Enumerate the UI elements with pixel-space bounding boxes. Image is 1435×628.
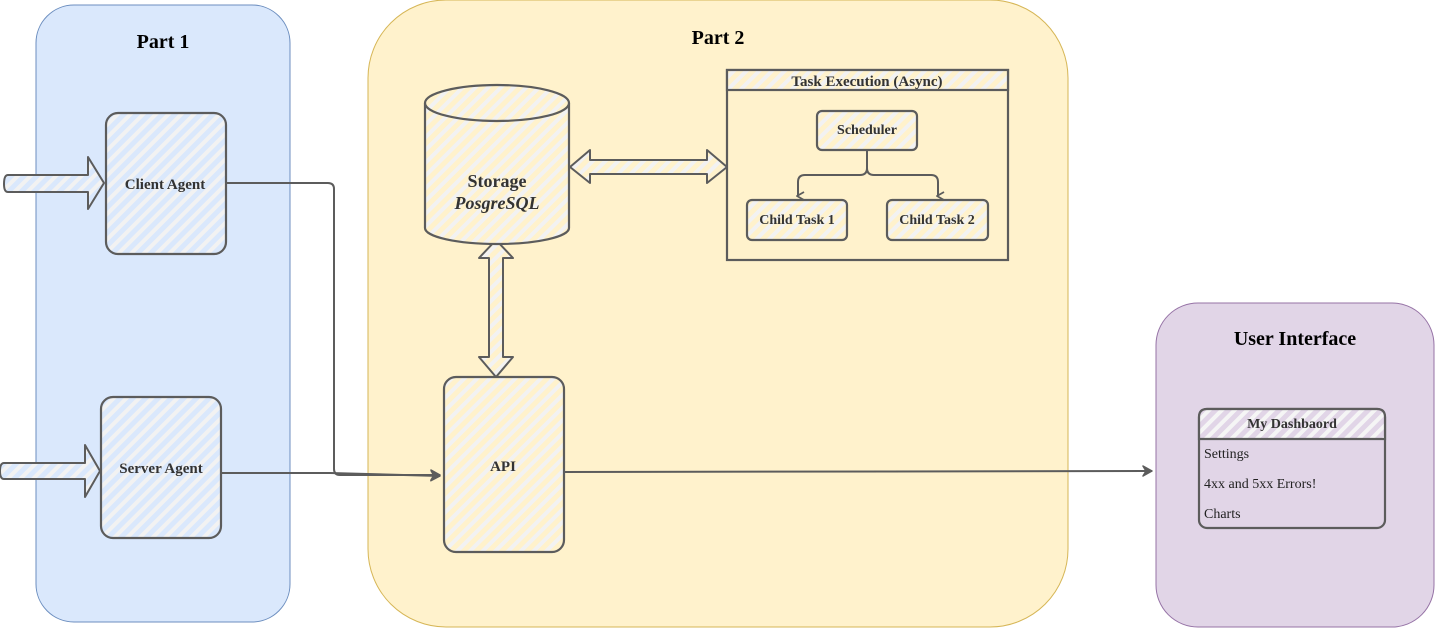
child-task-2-label: Child Task 2 xyxy=(899,213,975,228)
node-child-task-2[interactable]: Child Task 2 xyxy=(885,198,990,242)
api-label: API xyxy=(490,459,516,475)
node-api[interactable]: API xyxy=(442,375,566,554)
scheduler-label: Scheduler xyxy=(837,123,897,138)
node-scheduler[interactable]: Scheduler xyxy=(815,109,919,152)
child-task-1-label: Child Task 1 xyxy=(759,213,835,228)
node-server-agent[interactable]: Server Agent xyxy=(99,395,223,540)
edge-api-to-ui xyxy=(563,465,1153,477)
input-arrow-server xyxy=(0,444,101,498)
node-child-task-1[interactable]: Child Task 1 xyxy=(745,198,849,242)
node-client-agent[interactable]: Client Agent xyxy=(104,111,228,256)
group-part1-title: Part 1 xyxy=(137,31,190,53)
edge-scheduler-child2 xyxy=(866,167,945,201)
dashboard-title: My Dashbaord xyxy=(1247,417,1337,432)
edge-client-to-api xyxy=(226,182,441,481)
storage-subtitle: PosgreSQL xyxy=(454,193,540,213)
dashboard-item-charts[interactable]: Charts xyxy=(1204,507,1241,522)
dashboard-item-errors[interactable]: 4xx and 5xx Errors! xyxy=(1204,477,1316,492)
storage-title: Storage xyxy=(468,171,527,191)
input-arrow-client xyxy=(3,156,105,210)
node-storage[interactable]: Storage PosgreSQL xyxy=(423,83,571,246)
dashboard-panel[interactable]: My Dashbaord Settings 4xx and 5xx Errors… xyxy=(1197,407,1387,530)
client-agent-label: Client Agent xyxy=(125,177,205,193)
group-ui-title: User Interface xyxy=(1234,328,1356,350)
task-execution-title: Task Execution (Async) xyxy=(791,74,942,90)
edge-server-to-api xyxy=(222,470,441,482)
group-part2-title: Part 2 xyxy=(692,27,745,49)
dashboard-item-settings[interactable]: Settings xyxy=(1204,447,1249,462)
server-agent-label: Server Agent xyxy=(119,461,202,477)
